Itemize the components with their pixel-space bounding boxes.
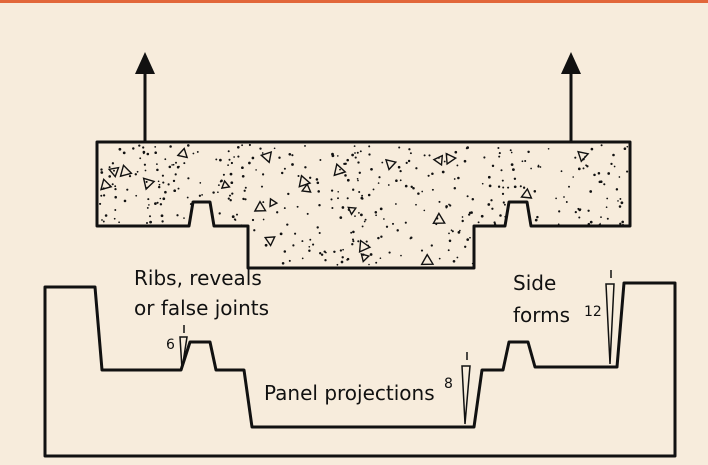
side-forms-label-line1: Side <box>513 271 557 295</box>
ribs-label-line1: Ribs, reveals <box>134 266 262 290</box>
draft-indicator-panel <box>461 352 471 425</box>
draft-indicator-side <box>605 270 615 365</box>
draft-value-panel: 8 <box>444 376 453 392</box>
side-forms-label-line2: forms <box>513 303 571 327</box>
concrete-aggregate-texture <box>99 143 629 266</box>
mould-outline <box>43 281 677 458</box>
draft-indicator-ribs <box>179 325 188 370</box>
panel-projections-label: Panel projections <box>264 381 435 405</box>
ribs-label-line2: or false joints <box>134 296 270 320</box>
header-accent-rule <box>0 0 708 3</box>
draft-value-side: 12 <box>584 304 602 320</box>
lift-arrow-left <box>135 52 155 142</box>
lift-arrow-right <box>561 52 581 142</box>
draft-value-ribs: 6 <box>166 337 175 353</box>
concrete-panel <box>95 140 632 270</box>
